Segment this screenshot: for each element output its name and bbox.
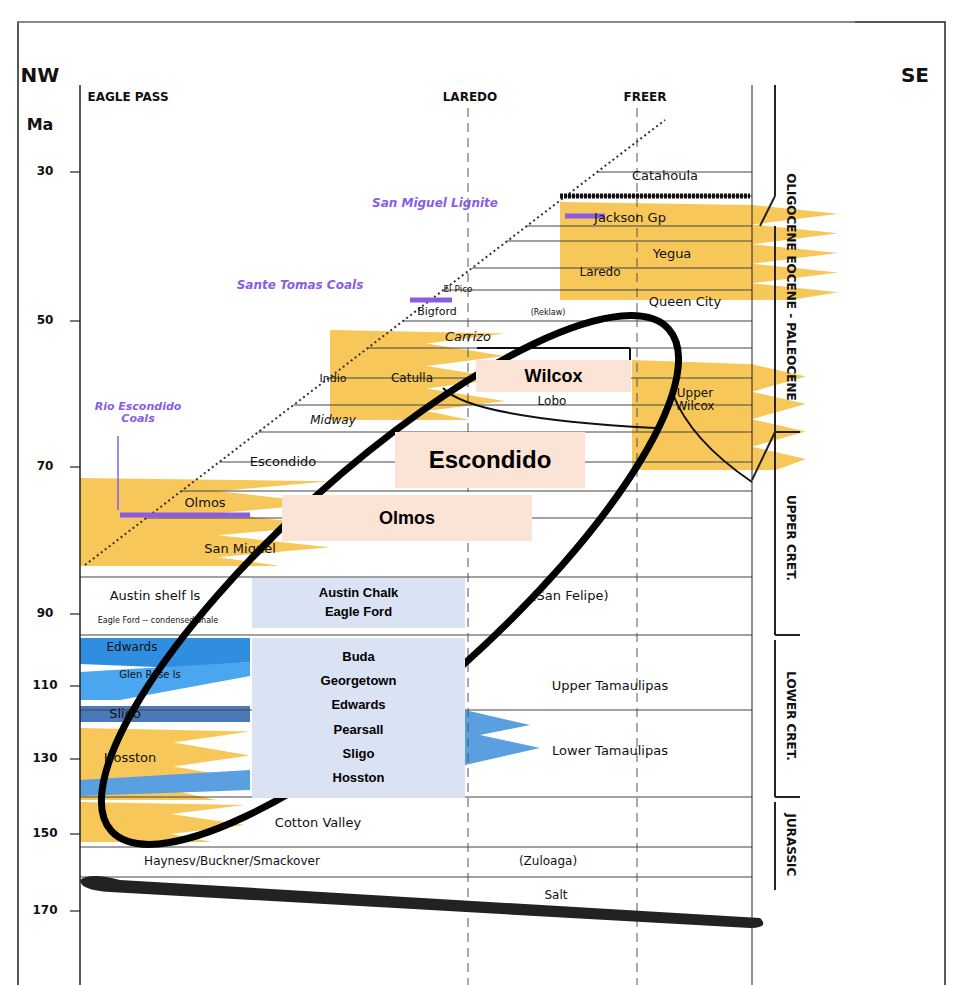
formation-label: Hosston (104, 751, 157, 765)
formation-label: Haynesv/Buckner/Smackover (144, 855, 320, 868)
formation-label: Queen City (649, 295, 721, 309)
time-line (507, 241, 752, 242)
carbonate-wedge (80, 662, 250, 700)
formation-label: Carrizo (445, 330, 491, 344)
formation-label: San Miguel Lignite (372, 197, 498, 210)
catahoula-unconformity (560, 194, 750, 199)
time-line (527, 226, 752, 227)
formation-label: (Reklaw) (531, 309, 566, 318)
sand-tongue (560, 202, 838, 300)
formation-label: Cotton Valley (275, 816, 361, 830)
axis-label: 150 (32, 827, 57, 840)
formation-label: (Zuloaga) (519, 855, 577, 868)
frame (18, 22, 945, 985)
formation-label: Salt (544, 889, 567, 902)
axis-label: SE (901, 64, 929, 86)
formation-name: Austin Chalk (319, 586, 398, 601)
axis-label: UPPER CRET. (783, 495, 796, 581)
formation-label: Jackson Gp (594, 211, 666, 225)
axis-label: LOWER CRET. (783, 671, 796, 760)
sand-tongue (632, 360, 806, 470)
time-line (443, 290, 752, 291)
formation-name: Pearsall (334, 723, 384, 738)
formation-label: Escondido (250, 455, 316, 469)
formation-box: Escondido (395, 432, 585, 488)
formation-label: Austin shelf ls (110, 589, 201, 603)
formation-label: Rio Escondido Coals (90, 401, 186, 425)
axis-label: 70 (37, 460, 54, 473)
formation-label: Yegua (653, 247, 692, 261)
axis-label: 110 (32, 679, 57, 692)
age-axis (79, 85, 81, 985)
formation-label: Midway (310, 414, 356, 427)
formation-name: Olmos (379, 508, 435, 529)
frame-top (18, 22, 855, 23)
coal-leader (117, 436, 119, 510)
formation-name: Escondido (429, 446, 552, 474)
time-line (80, 847, 752, 848)
age-ticks (70, 172, 80, 911)
axis-label: 30 (37, 165, 54, 178)
formation-label: Upper Tamaulipas (552, 679, 668, 693)
formation-label: San Miguel (204, 542, 276, 556)
time-line (403, 321, 752, 322)
carbonate-wedge (465, 710, 540, 765)
erosion-diagonal (85, 120, 665, 565)
formation-label: Indio (320, 373, 347, 385)
time-line (80, 877, 752, 878)
formation-box: Wilcox (476, 360, 631, 392)
formation-label: Lobo (538, 395, 567, 408)
time-line (181, 491, 752, 492)
formation-name: Buda (342, 650, 375, 665)
formation-label: Upper Wilcox (667, 387, 723, 413)
play-outline-oval (36, 246, 743, 914)
formation-name: Sligo (343, 747, 375, 762)
formation-box: Austin ChalkEagle Ford (252, 578, 465, 628)
axis-label: EAGLE PASS (87, 91, 168, 104)
formation-label: El Pico (443, 285, 472, 295)
formation-name: Edwards (331, 698, 385, 713)
formation-label: Glen Rose ls (119, 669, 180, 680)
formation-label: Catahoula (632, 169, 698, 183)
formation-label: Edwards (107, 641, 158, 654)
formation-label: Olmos (184, 496, 225, 510)
time-line (368, 348, 752, 349)
axis-label: 130 (32, 752, 57, 765)
axis-label: 50 (37, 314, 54, 327)
right-edge (752, 85, 753, 985)
formation-label: (San Felipe) (532, 589, 609, 603)
formation-label: Eagle Ford -- condensed shale (98, 617, 218, 626)
formation-box: Olmos (282, 495, 532, 541)
formation-label: Bigford (417, 306, 457, 318)
salt-layer (80, 876, 763, 928)
axis-label: 90 (37, 607, 54, 620)
formation-label: Catulla (391, 372, 433, 385)
time-lines (80, 172, 752, 877)
axis-label: EOCENE - PALEOCENE (783, 255, 796, 400)
formation-label: Lower Tamaulipas (552, 744, 668, 758)
sand-facies (80, 202, 838, 842)
era-brackets (752, 85, 800, 890)
freer-line (637, 108, 638, 985)
axis-label: Ma (27, 116, 54, 134)
axis-label: 170 (32, 904, 57, 917)
formation-name: Eagle Ford (325, 605, 392, 620)
axis-label: JURASSIC (783, 814, 796, 877)
axis-label: NW (21, 64, 60, 86)
formation-label: Sante Tomas Coals (237, 279, 364, 292)
formation-name: Wilcox (525, 366, 583, 387)
axis-label: FREER (623, 91, 666, 104)
axis-label: LAREDO (443, 91, 498, 104)
formation-label: Laredo (579, 266, 620, 279)
formation-name: Georgetown (321, 674, 397, 689)
carbonate-wedge (80, 706, 250, 722)
formation-label: Sligo (109, 707, 141, 721)
laredo-line (468, 108, 469, 985)
formation-name: Hosston (333, 771, 385, 786)
formation-box: BudaGeorgetownEdwardsPearsallSligoHossto… (252, 638, 465, 798)
axis-label: OLIGOCENE (783, 173, 796, 251)
